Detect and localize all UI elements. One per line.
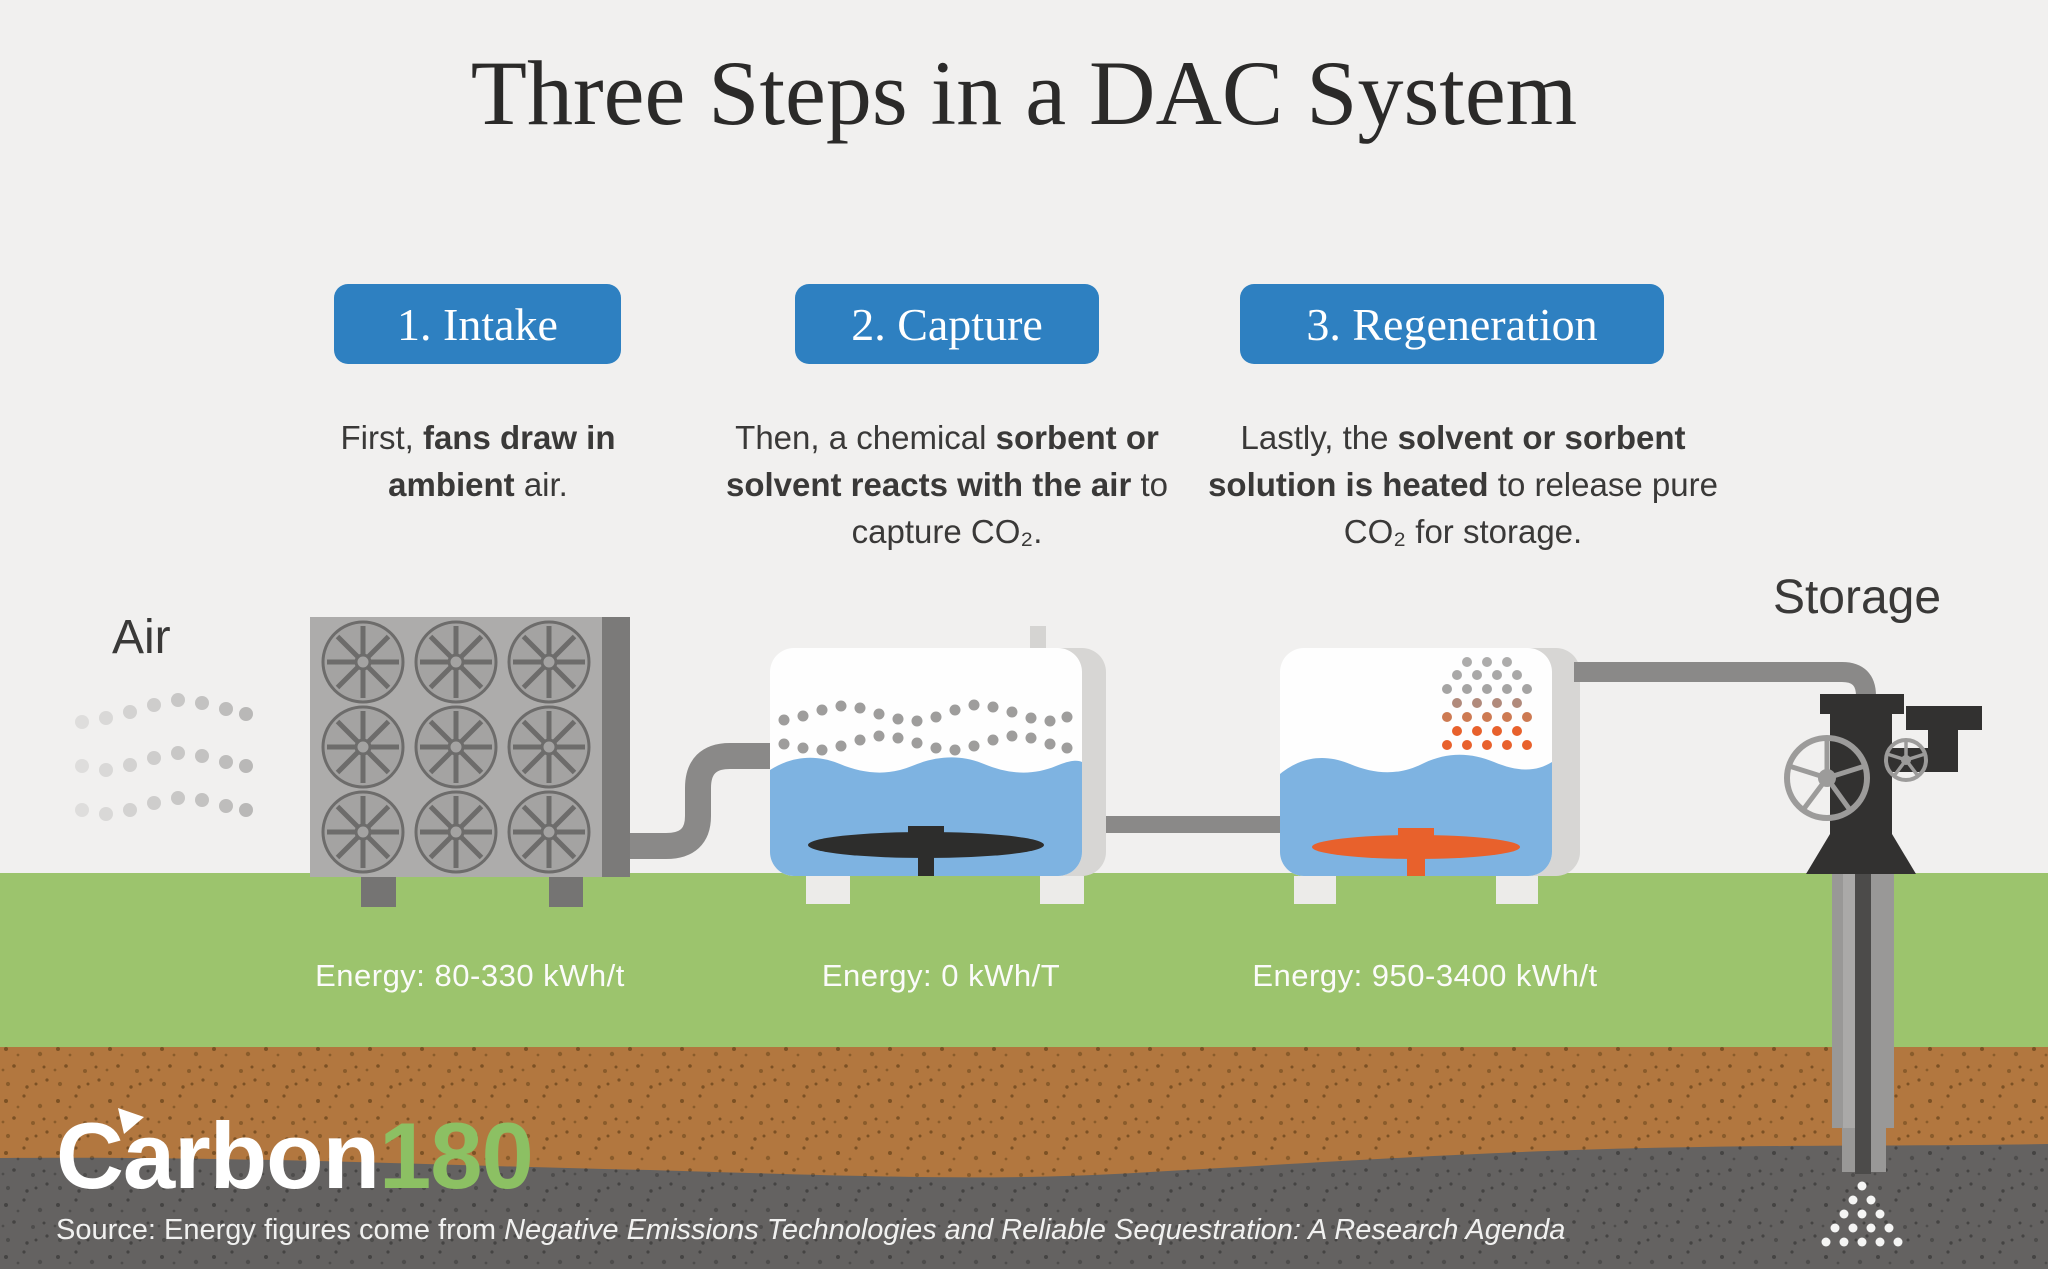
co2-injection-spray-dots — [1821, 1181, 1903, 1247]
capture-to-regen-pipe — [1096, 816, 1286, 833]
page-title: Three Steps in a DAC System — [470, 42, 1578, 144]
source-citation: Source: Energy figures come from Negativ… — [56, 1214, 1565, 1247]
air-label: Air — [112, 611, 171, 664]
intake-fan-unit — [310, 617, 630, 907]
wellhead-small-valve-wheel-icon — [1884, 738, 1928, 782]
regeneration-tank — [1280, 648, 1580, 904]
source-citation-title: Negative Emissions Technologies and Reli… — [504, 1214, 1566, 1246]
storage-wellhead — [1806, 694, 1982, 874]
desc-text: Then, a chemical — [735, 419, 996, 456]
desc-text: to capture CO₂. — [851, 466, 1168, 550]
capture-tank — [770, 626, 1106, 904]
desc-text: First, — [340, 419, 423, 456]
step-label-intake: 1. Intake — [334, 284, 621, 364]
ambient-air-dots — [75, 693, 253, 821]
desc-text-bold: fans draw in ambient — [388, 419, 616, 503]
carbon180-logo: Carbon180 — [56, 1103, 534, 1208]
injection-well-casing — [1832, 874, 1894, 1174]
tank-vent — [1030, 626, 1046, 652]
desc-text-bold: sorbent or solvent reacts with the air — [725, 419, 1159, 503]
wellhead-valve-wheel-icon — [1784, 735, 1870, 821]
ground-grass-layer — [0, 873, 2048, 1073]
ground-rock-layer — [0, 1144, 2048, 1269]
desc-text: Lastly, the — [1240, 419, 1398, 456]
energy-label-regeneration: Energy: 950-3400 kWh/t — [1252, 958, 1598, 993]
logo-arrow-icon — [118, 1108, 144, 1134]
logo-brand-text: Carbon — [56, 1103, 380, 1208]
step-label-capture: 2. Capture — [795, 284, 1099, 364]
desc-text-bold: solvent or sorbent solution is heated — [1208, 419, 1686, 503]
desc-text: to release pure CO₂ for storage. — [1343, 466, 1718, 550]
energy-label-intake: Energy: 80-330 kWh/t — [315, 958, 625, 993]
step-description-regeneration: Lastly, the solvent or sorbent solution … — [1193, 414, 1733, 555]
step-label-regeneration: 3. Regeneration — [1240, 284, 1664, 364]
storage-label: Storage — [1772, 571, 1942, 624]
desc-text: air. — [514, 466, 568, 503]
source-prefix-text: Source: Energy figures come from — [56, 1214, 505, 1246]
fan-icon-grid — [323, 622, 589, 872]
intake-to-capture-pipe — [630, 743, 776, 859]
captured-co2-dots — [778, 699, 1073, 756]
logo-suffix-text: 180 — [379, 1103, 534, 1208]
released-co2-dots — [1442, 657, 1532, 750]
energy-label-capture: Energy: 0 kWh/T — [821, 958, 1061, 993]
step-description-intake: First, fans draw in ambient air. — [308, 414, 648, 508]
step-description-capture: Then, a chemical sorbent or solvent reac… — [722, 414, 1172, 555]
